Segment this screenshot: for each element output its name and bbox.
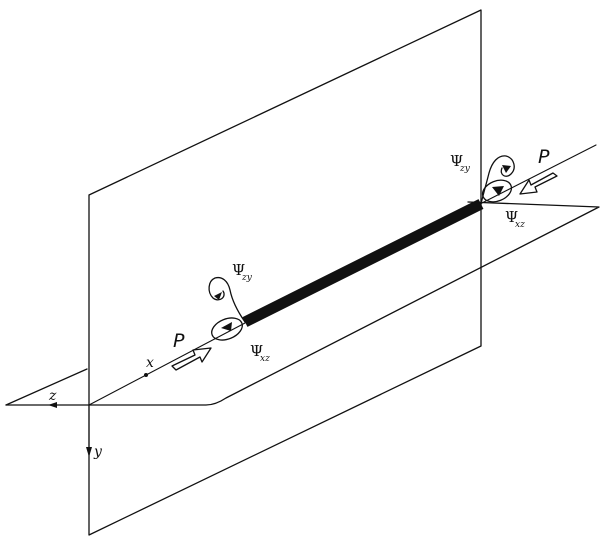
right-moment-zy-subscript: zy <box>459 164 471 174</box>
left-force-label: P <box>173 330 185 352</box>
x-axis-label: x <box>146 355 154 371</box>
right-moment-spiral-zy <box>480 155 515 205</box>
horizontal-plane <box>5 201 600 406</box>
right-force-arrow <box>519 172 558 195</box>
left-moment-loop-xz <box>211 317 243 341</box>
x-axis-line <box>88 322 246 406</box>
right-moment-loop-xz <box>481 179 513 203</box>
y-axis-label: y <box>93 444 103 460</box>
x-axis-tick <box>144 373 148 377</box>
left-force-arrow <box>171 347 212 371</box>
right-force-label: P <box>538 146 550 168</box>
left-moment-spiral-zy <box>208 276 246 323</box>
left-moment-loop-xz-inner <box>221 322 232 331</box>
right-moment-spiral-zy-head <box>502 165 511 173</box>
vertical-plane <box>88 9 482 536</box>
right-moment-xz-subscript: xz <box>515 220 525 230</box>
right-moment-zy-label: Ψ <box>450 152 463 170</box>
left-moment-xz-subscript: xz <box>260 354 270 364</box>
horizontal-plane-left-edge <box>5 368 88 406</box>
right-moment-loop-xz-inner <box>492 186 504 196</box>
beam <box>242 199 484 327</box>
x-axis-extension <box>477 144 597 206</box>
z-axis-arrowhead <box>48 402 57 408</box>
right-moment-xz-label: Ψ <box>505 208 518 226</box>
left-moment-spiral-zy-head <box>214 292 222 300</box>
left-moment-zy-subscript: zy <box>241 273 253 283</box>
z-axis-label: z <box>48 388 57 404</box>
left-moment-xz-label: Ψ <box>250 342 263 360</box>
left-moment-zy-label: Ψ <box>232 261 245 279</box>
y-axis-arrowhead <box>86 447 92 457</box>
